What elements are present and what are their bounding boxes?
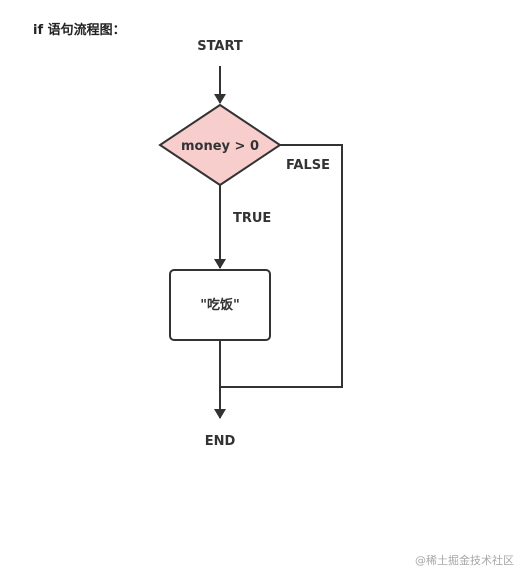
false-branch-line <box>220 144 343 388</box>
watermark: @稀土掘金技术社区 <box>415 554 514 567</box>
process-label: "吃饭" <box>200 297 240 313</box>
decision-label: money > 0 <box>181 139 259 154</box>
start-label: START <box>197 39 243 54</box>
false-label: FALSE <box>286 158 330 173</box>
true-label: TRUE <box>233 211 271 226</box>
end-label: END <box>205 434 236 449</box>
page-title: if 语句流程图： <box>33 23 126 38</box>
